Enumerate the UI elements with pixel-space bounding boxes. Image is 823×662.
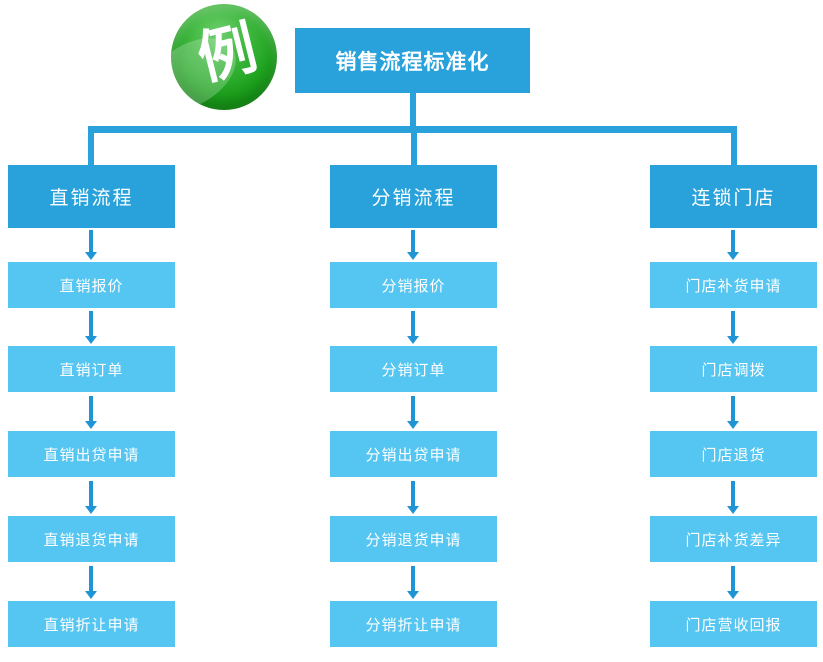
connector-drop-left [88,133,94,165]
branch-header-chain-stores: 连锁门店 [650,165,817,228]
arrow-down-icon [727,311,739,344]
node-store-replenishment-variance: 门店补货差异 [650,516,817,562]
arrow-down-icon [85,230,97,260]
arrow-down-icon [85,311,97,344]
arrow-down-icon [85,481,97,514]
node-distribution-order: 分销订单 [330,346,497,392]
branch-header-distribution: 分销流程 [330,165,497,228]
node-label: 分销折让申请 [365,616,462,634]
node-label: 门店补货差异 [685,531,782,549]
example-badge-label: 例 [191,15,264,93]
arrow-down-icon [407,311,419,344]
arrow-down-icon [727,230,739,260]
branch-header-label: 直销流程 [49,188,134,209]
arrow-down-icon [727,566,739,599]
node-label: 分销报价 [381,277,446,295]
node-label: 直销出贷申请 [43,446,140,464]
arrow-down-icon [85,396,97,429]
node-store-return: 门店退货 [650,431,817,477]
node-label: 门店营收回报 [685,616,782,634]
branch-header-label: 分销流程 [371,188,456,209]
node-direct-shipment-request: 直销出贷申请 [8,431,175,477]
node-label: 门店退货 [701,446,766,464]
node-direct-return-request: 直销退货申请 [8,516,175,562]
node-store-replenishment-request: 门店补货申请 [650,262,817,308]
node-direct-order: 直销订单 [8,346,175,392]
branch-header-label: 连锁门店 [691,188,776,209]
arrow-down-icon [727,481,739,514]
node-store-revenue-report: 门店营收回报 [650,601,817,647]
branch-header-direct-sales: 直销流程 [8,165,175,228]
node-distribution-return-request: 分销退货申请 [330,516,497,562]
arrow-down-icon [407,566,419,599]
node-label: 直销折让申请 [43,616,140,634]
node-label: 门店调拨 [701,361,766,379]
node-direct-quote: 直销报价 [8,262,175,308]
node-distribution-discount-request: 分销折让申请 [330,601,497,647]
node-label: 直销报价 [59,277,124,295]
root-node-label: 销售流程标准化 [335,50,490,74]
connector-root-stem [410,93,416,126]
example-badge: 例 [171,4,277,110]
node-label: 分销订单 [381,361,446,379]
arrow-down-icon [727,396,739,429]
node-direct-discount-request: 直销折让申请 [8,601,175,647]
node-store-transfer: 门店调拨 [650,346,817,392]
node-label: 分销出贷申请 [365,446,462,464]
connector-horizontal-bar [88,126,737,133]
arrow-down-icon [407,230,419,260]
root-node-sales-process: 销售流程标准化 [295,28,530,93]
arrow-down-icon [85,566,97,599]
connector-drop-center [411,133,417,165]
arrow-down-icon [407,396,419,429]
node-label: 直销退货申请 [43,531,140,549]
node-distribution-shipment-request: 分销出贷申请 [330,431,497,477]
node-distribution-quote: 分销报价 [330,262,497,308]
node-label: 分销退货申请 [365,531,462,549]
connector-drop-right [731,133,737,165]
node-label: 门店补货申请 [685,277,782,295]
node-label: 直销订单 [59,361,124,379]
arrow-down-icon [407,481,419,514]
